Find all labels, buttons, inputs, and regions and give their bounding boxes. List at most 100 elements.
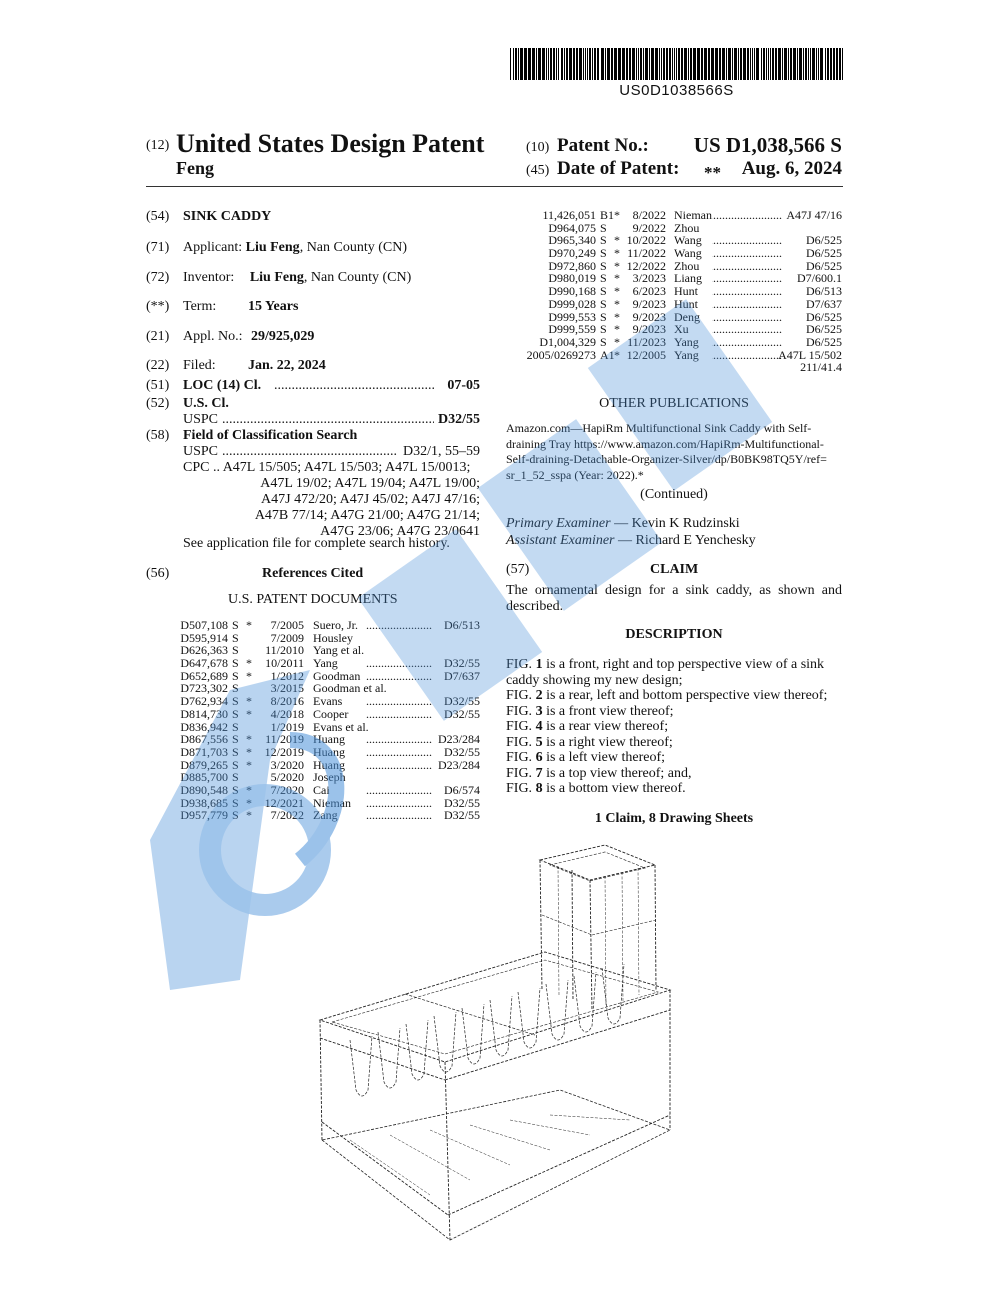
- barcode-bar: [536, 48, 537, 80]
- patent-number: US D1,038,566 S: [693, 133, 842, 157]
- reference-date: 7/2020: [270, 782, 304, 797]
- barcode-bar: [732, 48, 733, 80]
- reference-num: D964,075: [548, 220, 596, 235]
- reference-cls: D32/55: [444, 744, 480, 759]
- reference-date: 1/2012: [270, 668, 304, 683]
- reference-cls: D32/55: [444, 706, 480, 721]
- cpc-line: A47B 77/14; A47G 21/00; A47G 21/14;: [254, 508, 480, 523]
- reference-kind: B1: [600, 208, 615, 222]
- reference-cls: D6/525: [806, 258, 842, 273]
- barcode-bar: [772, 48, 774, 80]
- barcode-bar: [782, 48, 783, 80]
- barcode-bar: [553, 48, 555, 80]
- barcode-bar: [805, 48, 807, 80]
- reference-leader: ........................................…: [366, 809, 432, 823]
- cpc-line: CPC .. A47L 15/505; A47L 15/503; A47L 15…: [183, 460, 471, 475]
- reference-date: 11/2023: [627, 334, 666, 349]
- barcode-bar: [640, 48, 642, 80]
- figure-num: 8: [535, 781, 543, 796]
- cpc-block: CPC .. A47L 15/505; A47L 15/503; A47L 15…: [183, 460, 480, 540]
- figure-num: 1: [535, 657, 543, 672]
- cpc-line: A47J 472/20; A47J 45/02; A47J 47/16;: [261, 492, 480, 507]
- uspc-value: D32/55: [438, 412, 480, 427]
- inventor-surname: Feng: [176, 158, 214, 178]
- reference-date: 7/2022: [270, 808, 304, 823]
- barcode-bar: [768, 48, 769, 80]
- term-code: (**): [146, 299, 170, 314]
- barcode-bar: [649, 48, 650, 80]
- barcode-bar: [605, 48, 606, 80]
- barcode-bar: [708, 48, 710, 80]
- barcode-bar: [548, 48, 549, 80]
- reference-num: D990,168: [548, 284, 596, 299]
- dish-slot: [573, 971, 597, 1033]
- reference-num: D999,028: [548, 296, 596, 311]
- reference-star: *: [614, 233, 620, 248]
- dish-slot: [461, 1003, 485, 1065]
- us-patent-docs-title: U.S. PATENT DOCUMENTS: [228, 592, 398, 607]
- figure-text: is a left view thereof;: [542, 750, 666, 765]
- reference-num: D999,559: [548, 322, 596, 337]
- reference-kind: S: [600, 322, 607, 337]
- uspc-label: USPC: [183, 412, 219, 427]
- figure-description: caddy showing my new design;: [506, 673, 842, 689]
- barcode-bar: [597, 48, 599, 80]
- reference-leader: ........................................…: [366, 745, 432, 759]
- reference-date: 9/2023: [632, 322, 666, 337]
- barcode-bar: [711, 48, 714, 80]
- reference-name: Huang: [313, 732, 345, 747]
- figure-pre: FIG.: [506, 734, 536, 750]
- barcode-bar: [833, 48, 835, 80]
- reference-leader: ........................................…: [366, 657, 432, 670]
- reference-leader: ........................................…: [712, 285, 782, 298]
- figure-num: 3: [535, 703, 543, 719]
- reference-num: D999,553: [548, 309, 596, 324]
- reference-date: 6/2023: [632, 284, 666, 299]
- patent-no-code: (10): [526, 140, 550, 155]
- reference-name: Deng: [674, 309, 700, 324]
- barcode-bar: [538, 48, 541, 80]
- figure-description: FIG. 6 is a left view thereof;: [506, 750, 842, 766]
- figure-text: is a rear, left and bottom perspective v…: [542, 688, 828, 703]
- reference-cls: D6/525: [806, 309, 842, 324]
- reference-cls: D7/600.1: [797, 271, 842, 286]
- reference-star: *: [246, 757, 252, 772]
- reference-kind: S: [232, 757, 239, 772]
- figure-text: is a front view thereof;: [542, 703, 674, 719]
- reference-num: 2005/0269273: [526, 347, 596, 362]
- filed-code: (22): [146, 358, 170, 373]
- reference-name: Yang et al.: [313, 643, 365, 658]
- loc-code: (51): [146, 378, 170, 393]
- claim-text: The ornamental design for a sink caddy, …: [506, 583, 842, 615]
- barcode-bar: [808, 48, 809, 80]
- reference-name: Yang: [674, 347, 699, 362]
- barcode-bar: [770, 48, 771, 80]
- reference-leader: ........................................…: [366, 695, 432, 708]
- reference-star: *: [246, 694, 252, 709]
- barcode-bar: [693, 48, 696, 80]
- figure-pre: FIG.: [506, 688, 536, 703]
- appl-number: 29/925,029: [251, 329, 315, 344]
- publication-line: sr_1_52_sspa (Year: 2022).*: [506, 467, 644, 482]
- figure-description: FIG. 4 is a rear view thereof;: [506, 719, 842, 735]
- barcode-bar: [587, 48, 588, 80]
- reference-kind: S: [232, 694, 239, 709]
- reference-num: D762,934: [180, 694, 228, 709]
- barcode-bar: [743, 48, 746, 80]
- barcode-bar: [618, 48, 621, 80]
- barcode-bar: [666, 48, 668, 80]
- claims-sheets-summary: 1 Claim, 8 Drawing Sheets: [594, 811, 754, 826]
- barcode-bar: [510, 48, 511, 80]
- reference-kind: S: [600, 334, 607, 349]
- reference-leader: ........................................…: [366, 796, 432, 810]
- reference-kind: S: [600, 271, 607, 286]
- reference-leader: ........................................…: [712, 323, 782, 336]
- barcode-bar: [594, 48, 596, 80]
- reference-star: *: [614, 284, 620, 299]
- reference-star: *: [246, 618, 252, 632]
- applicant-line: Applicant: Liu Feng, Nan County (CN): [183, 240, 407, 256]
